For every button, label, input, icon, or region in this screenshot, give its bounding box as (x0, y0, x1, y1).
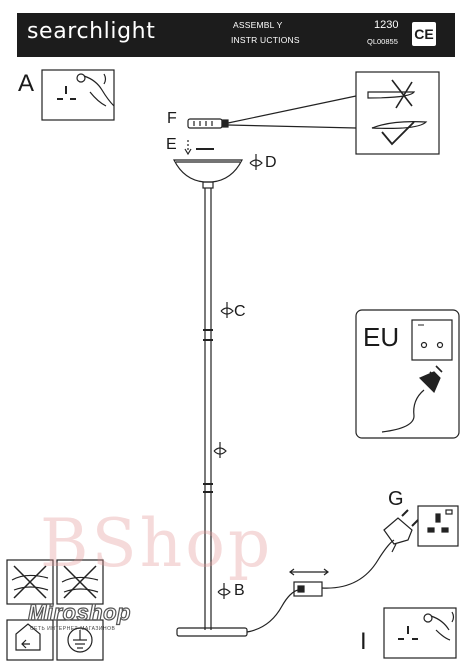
rotate-icon-b (217, 583, 231, 599)
warning-icons (6, 559, 104, 661)
step-label-e: E (166, 136, 177, 153)
title-line-2: INSTR UCTIONS (231, 35, 300, 45)
shade-bowl-icon (173, 159, 243, 189)
step-label-c: C (234, 303, 246, 320)
rotate-icon-c2 (213, 442, 227, 458)
watermark-text: BShop (40, 505, 274, 582)
rotate-icon-d (249, 154, 263, 170)
eu-panel (355, 309, 460, 439)
bulb-icon (187, 95, 357, 129)
foot-switch-icon (289, 568, 329, 597)
power-cable (246, 539, 395, 633)
eu-label: EU (363, 322, 400, 352)
step-label-d: D (265, 154, 277, 171)
lamp-base (176, 627, 248, 637)
header-bar: searchlight ASSEMBL Y INSTR UCTIONS 1230… (17, 13, 455, 57)
title-line-1: ASSEMBL Y (233, 20, 283, 30)
rotate-icon-c (220, 302, 234, 318)
model-number: 1230 (374, 19, 399, 31)
step-label-f: F (167, 110, 177, 127)
lamp-pole (203, 188, 213, 630)
step-label-g: G (388, 488, 404, 510)
step-label-b: B (234, 582, 245, 599)
brand-logo: searchlight (27, 19, 156, 44)
reference-code: QL00855 (367, 37, 398, 46)
insert-arrow-icon (184, 140, 214, 156)
step-a-switch-off-icon (41, 69, 115, 121)
step-label-a: A (18, 70, 35, 97)
step-label-i: I (360, 628, 367, 655)
step-g-uk-plug-icon (383, 509, 419, 553)
watermark-tagline: СЕТЬ ИНТЕРНЕТ-МАГАЗИНОВ (30, 626, 116, 632)
watermark-logo: Miroshop (27, 599, 131, 625)
eu-plug-icon (381, 365, 443, 433)
uk-socket-icon (417, 505, 459, 547)
step-i-switch-on-icon (383, 607, 457, 659)
ce-mark: CE (412, 22, 436, 46)
bulb-handling-callout (355, 71, 440, 155)
